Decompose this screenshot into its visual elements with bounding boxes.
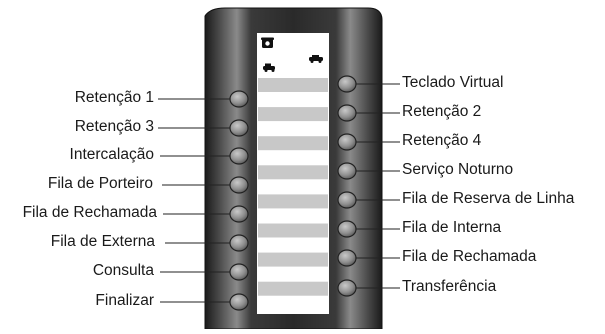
display-strip xyxy=(258,281,328,296)
key-button-fila-de-reserva-de-linha[interactable] xyxy=(337,191,357,209)
key-button-retencao-1[interactable] xyxy=(229,90,249,108)
key-button-fila-de-externa[interactable] xyxy=(229,234,249,252)
display-strip xyxy=(258,252,328,267)
key-button-teclado-virtual[interactable] xyxy=(337,75,357,93)
key-button-intercalacao[interactable] xyxy=(229,147,249,165)
label-intercalacao: Intercalação xyxy=(69,146,154,163)
label-finalizar: Finalizar xyxy=(95,292,154,309)
label-consulta: Consulta xyxy=(92,262,154,279)
label-fila-de-porteiro: Fila de Porteiro xyxy=(47,175,153,192)
key-button-fila-de-porteiro[interactable] xyxy=(229,176,249,194)
label-fila-de-reserva-de-linha: Fila de Reserva de Linha xyxy=(402,190,575,207)
label-retencao-2: Retenção 2 xyxy=(402,103,482,120)
label-fila-de-interna: Fila de Interna xyxy=(402,219,502,236)
telephone-icon xyxy=(261,37,274,48)
display-strip xyxy=(258,78,328,92)
display-strip xyxy=(258,136,328,151)
display-strip xyxy=(258,223,328,238)
key-button-transferencia[interactable] xyxy=(337,279,357,297)
label-servico-noturno: Serviço Noturno xyxy=(402,161,514,178)
key-button-servico-noturno[interactable] xyxy=(337,162,357,180)
display-strip xyxy=(258,194,328,209)
label-retencao-1: Retenção 1 xyxy=(74,89,154,106)
label-fila-de-externa: Fila de Externa xyxy=(50,233,155,250)
label-retencao-4: Retenção 4 xyxy=(402,132,482,149)
display-strip xyxy=(258,165,328,180)
display-strip xyxy=(258,107,328,122)
key-button-fila-de-rechamada-left[interactable] xyxy=(229,205,249,223)
label-transferencia: Transferência xyxy=(402,278,497,295)
label-teclado-virtual: Teclado Virtual xyxy=(402,74,504,91)
label-fila-de-rechamada-right: Fila de Rechamada xyxy=(402,248,537,265)
key-button-fila-de-interna[interactable] xyxy=(337,220,357,238)
car-icon xyxy=(263,63,275,72)
key-button-fila-de-rechamada-right[interactable] xyxy=(337,249,357,267)
key-button-consulta[interactable] xyxy=(229,263,249,281)
key-button-retencao-3[interactable] xyxy=(229,119,249,137)
car-icon xyxy=(309,55,323,63)
label-retencao-3: Retenção 3 xyxy=(74,118,154,135)
key-button-retencao-4[interactable] xyxy=(337,133,357,151)
key-button-finalizar[interactable] xyxy=(229,293,249,311)
label-fila-de-rechamada-left: Fila de Rechamada xyxy=(22,204,157,221)
key-button-retencao-2[interactable] xyxy=(337,104,357,122)
